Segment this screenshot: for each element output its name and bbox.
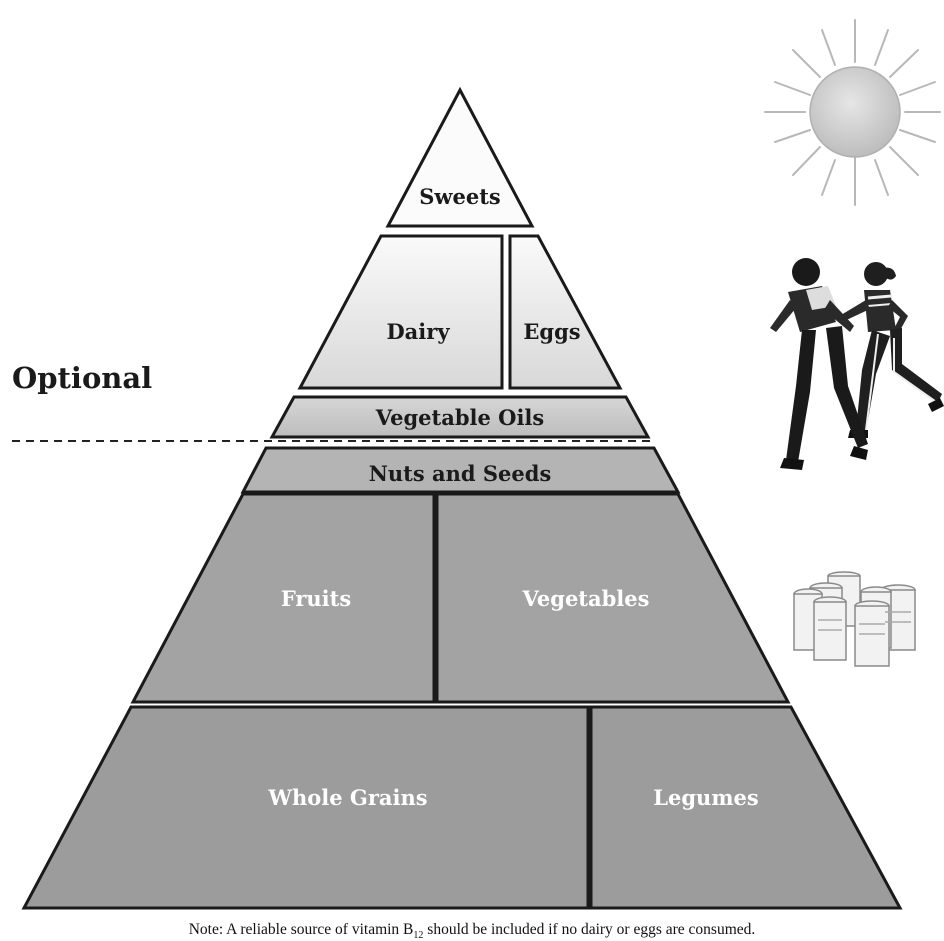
eggs-label: Eggs xyxy=(523,319,580,344)
vegetables-label: Vegetables xyxy=(522,586,650,611)
note-subscript: 12 xyxy=(413,930,423,941)
legumes-label: Legumes xyxy=(653,785,758,810)
dairy-label: Dairy xyxy=(386,319,450,344)
legumes-section xyxy=(589,705,903,910)
sweets-section xyxy=(385,86,535,228)
nuts-seeds-section xyxy=(240,446,681,494)
sweets-label: Sweets xyxy=(419,184,501,209)
dairy-section xyxy=(297,234,504,390)
nuts-seeds-label: Nuts and Seeds xyxy=(369,461,552,486)
whole-grains-label: Whole Grains xyxy=(267,785,427,810)
supplement-bottles-icon xyxy=(793,571,916,667)
note-text-before: Note: A reliable source of vitamin B xyxy=(189,921,414,938)
fruits-label: Fruits xyxy=(281,586,351,611)
runner-woman-icon xyxy=(836,262,944,438)
vegetable-oils-label: Vegetable Oils xyxy=(375,405,544,430)
runner-man-icon xyxy=(770,258,868,470)
note-text-after: should be included if no dairy or eggs a… xyxy=(423,921,755,938)
eggs-section xyxy=(508,234,623,390)
fruits-section xyxy=(130,492,436,704)
sun-icon xyxy=(764,19,941,206)
vegetable-oils-section xyxy=(269,395,651,439)
runners-icon xyxy=(770,258,944,470)
vitamin-b12-note: Note: A reliable source of vitamin B12 s… xyxy=(189,921,756,941)
vegetables-section xyxy=(435,492,791,704)
whole-grains-section xyxy=(21,705,590,910)
optional-label: Optional xyxy=(12,361,152,395)
pyramid xyxy=(21,86,903,910)
